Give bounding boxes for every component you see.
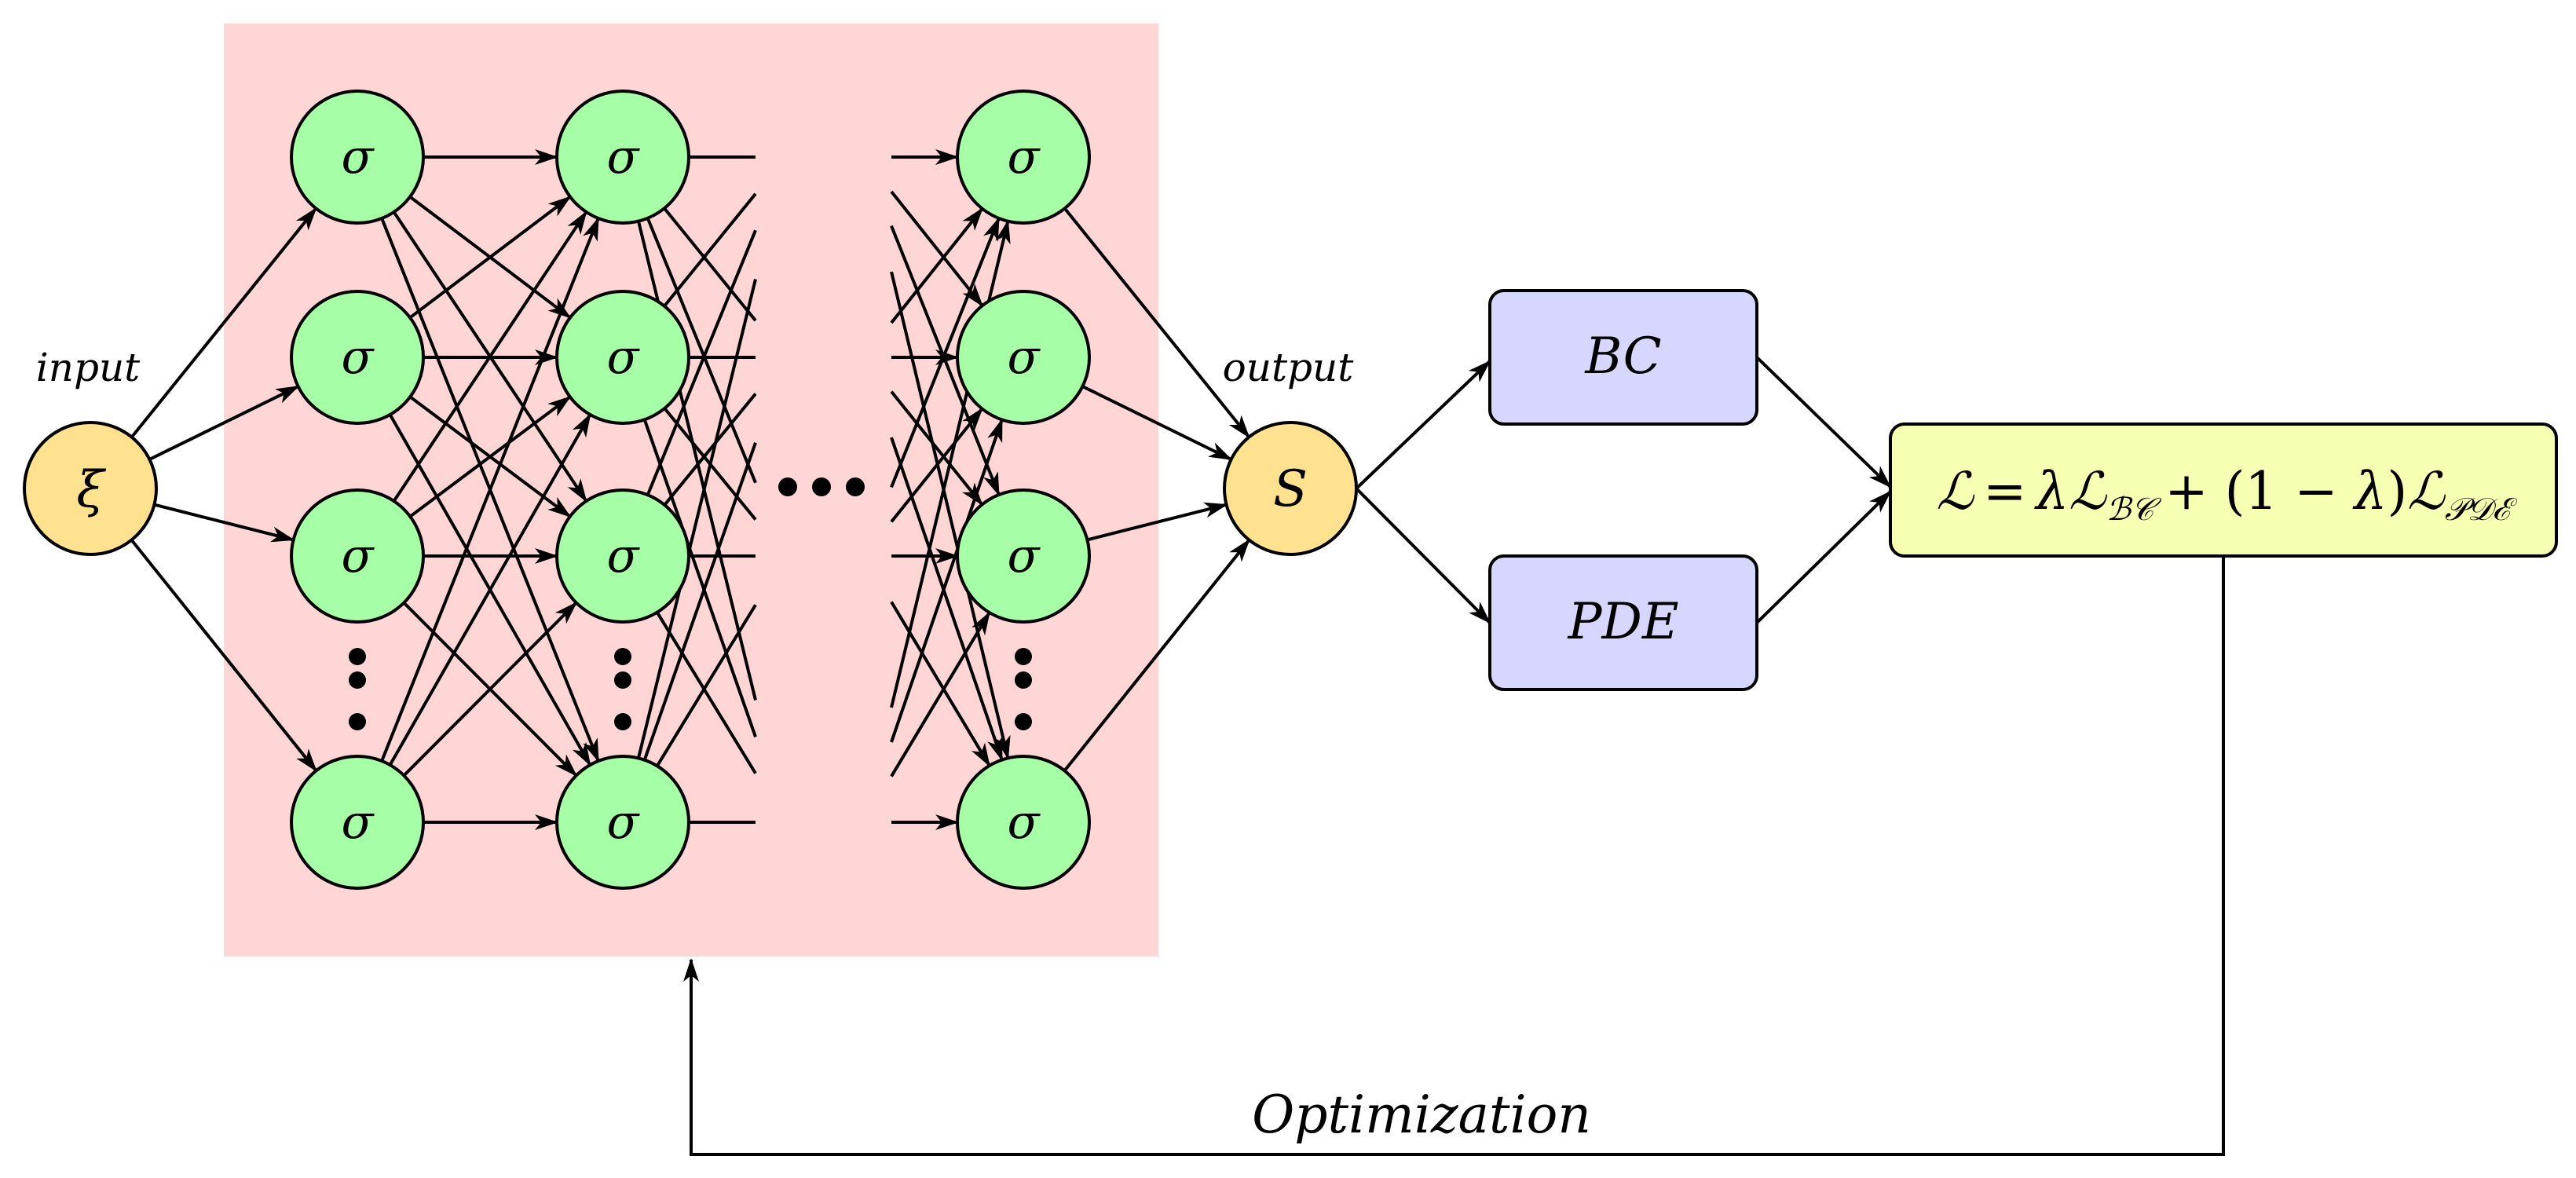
neuron-sigma-label: σ <box>342 330 375 385</box>
loss-lambda: λ <box>2033 461 2069 521</box>
horizontal-ellipsis <box>778 477 865 496</box>
edge-input-to-layer1 <box>130 539 318 772</box>
neuron-node <box>956 290 1091 425</box>
vertical-ellipsis-dot <box>1015 713 1032 730</box>
loss-bc-symbol: ℒ <box>2069 461 2107 521</box>
horizontal-ellipsis-dot <box>812 477 831 496</box>
edge-bc-to-loss <box>1755 356 1892 488</box>
neuron-sigma-label: σ <box>342 130 375 185</box>
edge-layer2-outgoing <box>663 207 757 322</box>
optimization-label: Optimization <box>1252 1085 1591 1145</box>
edge-layer3-incoming <box>890 271 1011 760</box>
edge-layer3-incoming <box>890 190 984 307</box>
neuron-sigma-label: σ <box>607 130 641 185</box>
neuron-node <box>290 290 425 425</box>
vertical-ellipsis-group <box>349 648 1032 730</box>
loss-lambda-2: λ <box>2352 461 2388 521</box>
edge-layer3-incoming <box>890 611 991 777</box>
neuron-sigma-label: σ <box>607 330 641 385</box>
edge-layer3-incoming <box>890 390 983 507</box>
vertical-ellipsis-dot <box>349 713 366 730</box>
edge-layer2-outgoing <box>656 611 757 774</box>
horizontal-ellipsis-dot <box>778 477 797 496</box>
pde-label: PDE <box>1567 593 1678 651</box>
edge-layer3-incoming <box>890 437 1004 762</box>
neuron-sigma-label: σ <box>1008 130 1041 185</box>
loss-symbol: ℒ <box>1937 461 1975 521</box>
loss-pde-symbol: ℒ <box>2407 461 2446 521</box>
edge-layer1-to-layer2 <box>409 395 572 518</box>
edge-layer2-outgoing <box>663 192 757 308</box>
neuron-node <box>956 755 1091 890</box>
edge-layer3-to-output <box>1081 385 1233 461</box>
edge-layer3-to-output <box>1086 502 1228 542</box>
edge-layer3-incoming <box>890 601 991 767</box>
horizontal-ellipsis-dot <box>846 477 865 496</box>
edge-layer2-outgoing <box>642 419 757 737</box>
edge-layer1-to-layer2 <box>392 210 588 503</box>
hidden-neurons: σ σ σ σ σ σ σ σ σ σ σ σ <box>290 90 1091 890</box>
edge-output-to-pde <box>1355 487 1491 624</box>
neuron-sigma-label: σ <box>342 795 375 850</box>
edge-layer1-to-layer2 <box>408 195 572 320</box>
neuron-node <box>290 90 425 225</box>
edge-layer1-to-layer2 <box>380 217 600 762</box>
edge-layer2-outgoing <box>663 393 757 507</box>
neuron-node <box>956 488 1091 624</box>
input-symbol: ξ <box>76 461 106 519</box>
edge-input-to-layer1 <box>153 503 295 543</box>
edge-layer1-to-layer2 <box>402 602 578 777</box>
edge-output-to-bc <box>1355 360 1491 490</box>
loss-pde-subscript: 𝒫𝒟ℰ <box>2445 492 2518 528</box>
edge-layer3-incoming <box>890 407 983 523</box>
loss-bc-subscript: ℬ𝒞 <box>2106 492 2161 528</box>
loss-equation: ℒ=λℒℬ𝒞+ (1 − λ)ℒ𝒫𝒟ℰ <box>1937 461 2518 528</box>
edge-layer1-to-layer2 <box>388 413 592 766</box>
neuron-node <box>555 488 690 624</box>
edge-layer3-to-output <box>1063 207 1250 439</box>
neuron-node <box>555 755 690 890</box>
edge-layer2-outgoing <box>646 218 757 484</box>
edge-input-to-layer1 <box>130 207 317 438</box>
vertical-ellipsis-dot <box>614 648 631 665</box>
output-label: output <box>1223 345 1355 390</box>
optimization-feedback-arrow <box>683 556 2225 1156</box>
vertical-ellipsis-dot <box>1015 671 1032 689</box>
edge-layer3-incoming <box>890 418 1004 743</box>
edge-layer3-incoming <box>890 207 984 324</box>
bc-label: BC <box>1584 327 1661 386</box>
vertical-ellipsis-dot <box>614 713 631 730</box>
input-label: input <box>36 345 141 390</box>
edge-layer3-to-output <box>1063 539 1251 772</box>
edge-input-to-layer1 <box>148 385 300 461</box>
output-symbol: S <box>1273 460 1308 518</box>
edge-layer2-outgoing <box>636 279 757 759</box>
edge-pde-to-loss <box>1755 490 1892 624</box>
loss-plus-term: + (1 − <box>2164 461 2354 521</box>
vertical-ellipsis-dot <box>1015 648 1032 665</box>
vertical-ellipsis-dot <box>349 671 366 689</box>
loss-close-paren: ) <box>2388 461 2408 521</box>
neuron-node <box>290 488 425 624</box>
neuron-sigma-label: σ <box>1008 529 1041 584</box>
loss-equals: = <box>1983 461 2026 521</box>
neuron-node <box>555 290 690 425</box>
edge-layer3-incoming <box>890 217 1001 488</box>
neuron-sigma-label: σ <box>1008 330 1041 385</box>
edge-layer2-outgoing <box>656 604 757 767</box>
vertical-ellipsis-dot <box>349 648 366 665</box>
neuron-node <box>290 755 425 890</box>
vertical-ellipsis-dot <box>614 671 631 689</box>
neuron-sigma-label: σ <box>342 529 375 584</box>
edge-layer2-outgoing <box>646 229 757 496</box>
input-node <box>23 421 158 556</box>
neuron-sigma-label: σ <box>607 529 641 584</box>
neuron-sigma-label: σ <box>1008 795 1041 850</box>
neuron-node <box>555 90 690 225</box>
network-edges <box>130 149 1251 830</box>
edge-layer2-outgoing <box>642 442 757 761</box>
neuron-node <box>956 90 1091 225</box>
neuron-sigma-label: σ <box>607 795 641 850</box>
